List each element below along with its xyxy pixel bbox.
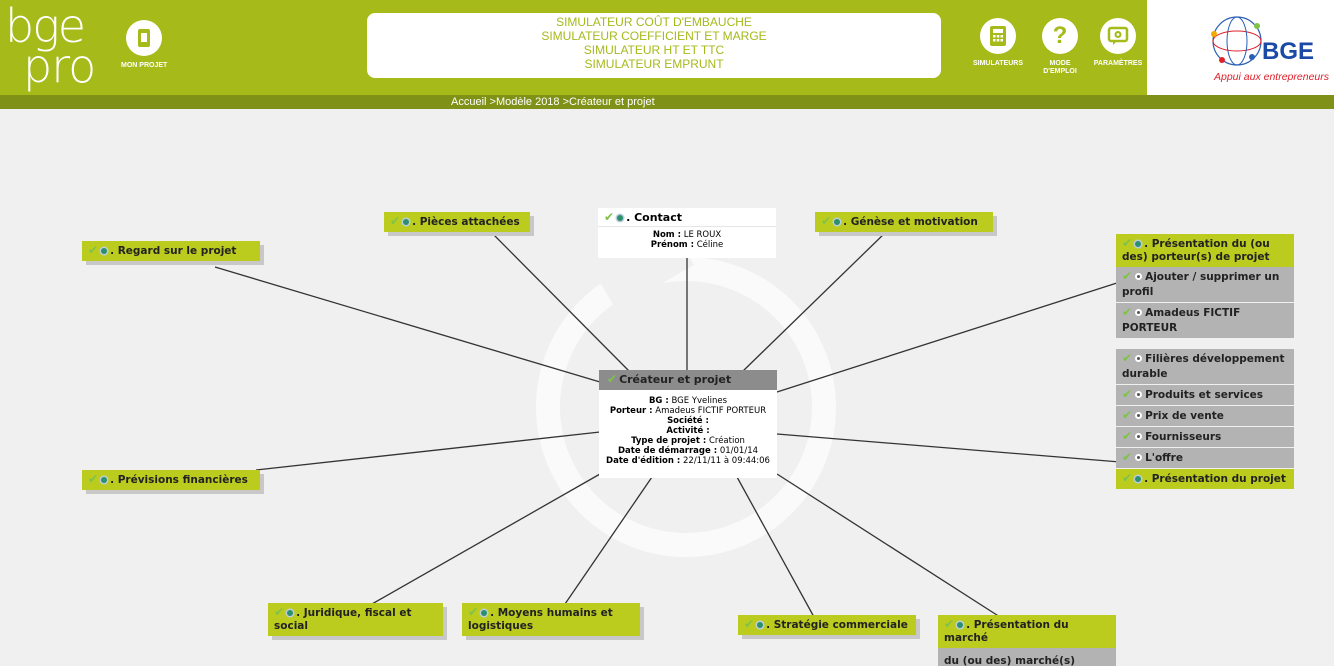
check-icon: ✔ [274, 605, 285, 619]
check-icon: ✔ [744, 617, 755, 631]
central-project-card[interactable]: ✔Créateur et projet BG : BGE Yvelines Po… [599, 370, 777, 478]
my-project-button[interactable]: MON PROJET [121, 20, 167, 70]
status-dot-icon [1135, 309, 1143, 316]
status-dot-icon [481, 609, 488, 616]
node-project-group: ✔Filières développement durable ✔Produit… [1116, 349, 1294, 489]
gear-icon [1100, 18, 1136, 54]
status-dot-icon [1135, 454, 1143, 461]
status-dot-icon [1135, 412, 1143, 419]
status-dot-icon [1135, 433, 1143, 440]
sub-item-offer[interactable]: ✔L'offre [1116, 448, 1294, 469]
status-dot-icon [101, 476, 108, 483]
check-icon: ✔ [1122, 269, 1133, 283]
sub-item-products[interactable]: ✔Produits et services [1116, 385, 1294, 406]
help-button[interactable]: ? MODE D'EMPLOI [1036, 18, 1084, 76]
bge-tagline: Appui aux entrepreneurs [1214, 71, 1329, 83]
settings-button[interactable]: PARAMÈTRES [1089, 18, 1147, 68]
node-legal[interactable]: ✔. Juridique, fiscal et social [268, 603, 443, 636]
sub-item-sustainable[interactable]: ✔Filières développement durable [1116, 349, 1294, 385]
check-icon: ✔ [1122, 387, 1133, 401]
status-dot-icon [1135, 355, 1143, 362]
node-sales-strategy[interactable]: ✔. Stratégie commerciale [738, 615, 916, 635]
status-dot-icon [1135, 391, 1143, 398]
check-icon: ✔ [390, 214, 401, 228]
status-dot-icon [403, 218, 410, 225]
breadcrumb-bar: Accueil >Modèle 2018 >Créateur et projet [0, 95, 1334, 109]
info-row: Date d'édition : 22/11/11 à 09:44:06 [606, 456, 770, 466]
info-row: Société : [667, 416, 709, 426]
sub-item-suppliers[interactable]: ✔Fournisseurs [1116, 427, 1294, 448]
node-founders[interactable]: ✔. Présentation du (ou des) porteur(s) d… [1116, 234, 1294, 267]
sub-item-founder-profile[interactable]: ✔Amadeus FICTIF PORTEUR [1116, 303, 1294, 339]
question-icon: ? [1042, 18, 1078, 54]
simulator-link-margin[interactable]: SIMULATEUR COEFFICIENT ET MARGE [541, 29, 767, 43]
simulators-button[interactable]: SIMULATEURS [970, 18, 1026, 68]
bge-globe-icon [1211, 16, 1262, 66]
status-dot-icon [1135, 475, 1142, 482]
simulator-link-hiring[interactable]: SIMULATEUR COÛT D'EMBAUCHE [556, 15, 752, 29]
status-dot-icon [757, 621, 764, 628]
contact-card[interactable]: ✔. Contact Nom : LE ROUX Prénom : Céline [598, 208, 776, 258]
status-dot-icon [1135, 240, 1142, 247]
simulator-link-vat[interactable]: SIMULATEUR HT ET TTC [583, 43, 725, 57]
node-financial-forecast[interactable]: ✔. Prévisions financières [82, 470, 260, 490]
calculator-icon [980, 18, 1016, 54]
sub-item-price[interactable]: ✔Prix de vente [1116, 406, 1294, 427]
status-dot-icon [1135, 273, 1143, 280]
status-dot-icon [101, 247, 108, 254]
node-market[interactable]: ✔. Présentation du marché [938, 615, 1116, 648]
status-dot-icon [617, 214, 624, 221]
node-attachments[interactable]: ✔. Pièces attachées [384, 212, 530, 232]
node-market-subtitle: du (ou des) marché(s) visé(s) [938, 648, 1116, 666]
node-resources[interactable]: ✔. Moyens humains et logistiques [462, 603, 640, 636]
check-icon: ✔ [1122, 351, 1133, 365]
node-project-view[interactable]: ✔. Regard sur le projet [82, 241, 260, 261]
check-icon: ✔ [1122, 408, 1133, 422]
status-dot-icon [957, 621, 964, 628]
sub-item-add-profile[interactable]: ✔Ajouter / supprimer un profil [1116, 267, 1294, 303]
bge-brand: BGE [1262, 38, 1315, 65]
node-genesis[interactable]: ✔. Génèse et motivation [815, 212, 993, 232]
check-icon: ✔ [1122, 236, 1133, 250]
check-icon: ✔ [604, 210, 615, 224]
node-project-presentation[interactable]: ✔. Présentation du projet [1116, 469, 1294, 489]
status-dot-icon [287, 609, 294, 616]
bge-pro-logo[interactable]: bge pro [5, 0, 96, 93]
check-icon: ✔ [607, 372, 618, 386]
check-icon: ✔ [468, 605, 479, 619]
simulators-panel: SIMULATEUR COÛT D'EMBAUCHE SIMULATEUR CO… [367, 13, 941, 78]
check-icon: ✔ [1122, 429, 1133, 443]
info-row: Porteur : Amadeus FICTIF PORTEUR [609, 406, 767, 416]
check-icon: ✔ [88, 472, 99, 486]
node-market-group: ✔. Présentation du marché du (ou des) ma… [938, 615, 1116, 666]
check-icon: ✔ [821, 214, 832, 228]
node-founders-group: ✔. Présentation du (ou des) porteur(s) d… [1116, 234, 1294, 339]
check-icon: ✔ [88, 243, 99, 257]
check-icon: ✔ [1122, 450, 1133, 464]
simulator-link-loan[interactable]: SIMULATEUR EMPRUNT [584, 57, 724, 71]
bge-logo-panel [1147, 0, 1334, 95]
check-icon: ✔ [1122, 305, 1133, 319]
info-row: Activité : [666, 426, 710, 436]
breadcrumb[interactable]: Accueil >Modèle 2018 >Créateur et projet [451, 96, 655, 108]
check-icon: ✔ [1122, 471, 1133, 485]
check-icon: ✔ [944, 617, 955, 631]
project-icon [126, 20, 163, 56]
info-row: Date de démarrage : 01/01/14 [617, 446, 759, 456]
status-dot-icon [834, 218, 841, 225]
info-row: BG : BGE Yvelines [648, 396, 728, 406]
info-row: Type de projet : Création [631, 436, 745, 446]
